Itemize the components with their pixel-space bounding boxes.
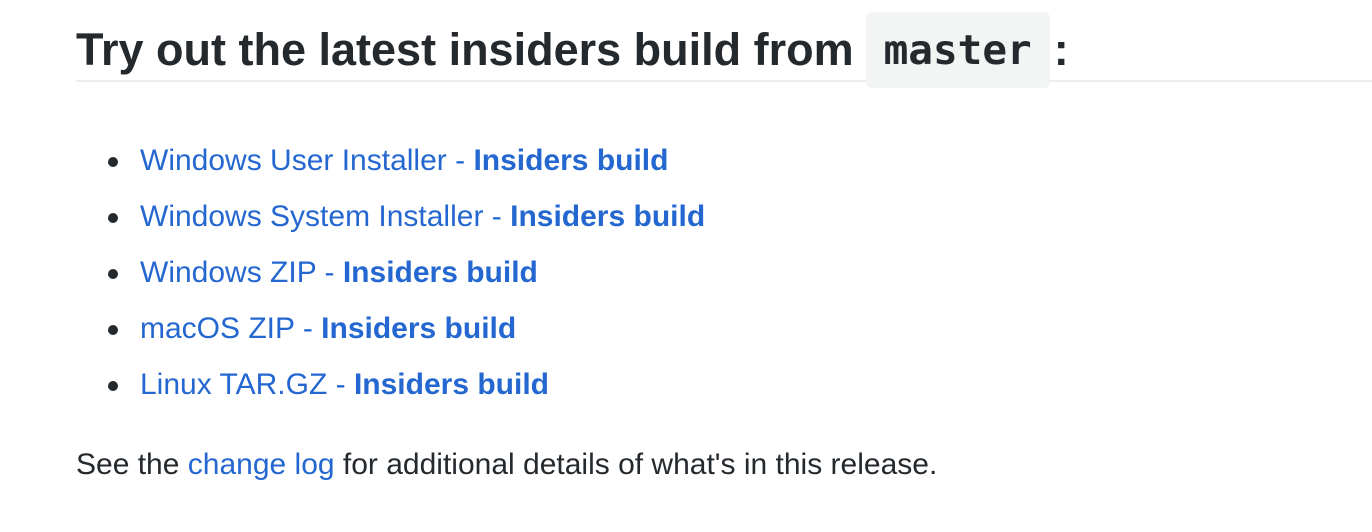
list-item: Windows User Installer - Insiders build: [76, 134, 705, 190]
bullet-icon: [108, 213, 118, 223]
bullet-icon: [108, 381, 118, 391]
change-log-link[interactable]: change log: [187, 448, 335, 481]
linux-targz-link[interactable]: Linux TAR.GZ: [140, 368, 328, 401]
macos-zip-link[interactable]: macOS ZIP: [140, 312, 295, 345]
windows-zip-insiders-link[interactable]: Insiders build: [342, 256, 538, 289]
list-item: Linux TAR.GZ - Insiders build: [76, 358, 705, 414]
heading-colon: :: [1053, 24, 1069, 75]
footer-text-before: See the: [76, 448, 188, 481]
windows-system-installer-insiders-link[interactable]: Insiders build: [510, 200, 706, 233]
link-separator: -: [446, 144, 474, 177]
download-list: Windows User Installer - Insiders build …: [76, 134, 705, 414]
windows-user-installer-link[interactable]: Windows User Installer: [140, 144, 447, 177]
list-item: Windows System Installer - Insiders buil…: [76, 190, 705, 246]
link-separator: -: [483, 200, 511, 233]
macos-zip-insiders-link[interactable]: Insiders build: [321, 312, 517, 345]
list-item: macOS ZIP - Insiders build: [76, 302, 705, 358]
branch-code: master: [865, 12, 1050, 88]
footer-text-after: for additional details of what's in this…: [334, 448, 938, 481]
release-footer-text: See the change log for additional detail…: [76, 440, 937, 490]
heading-text: Try out the latest insiders build from: [76, 24, 854, 75]
release-notes-content: Try out the latest insiders build from m…: [76, 0, 1372, 481]
bullet-icon: [108, 325, 118, 335]
section-heading: Try out the latest insiders build from m…: [76, 0, 1372, 88]
link-separator: -: [294, 312, 322, 345]
windows-system-installer-link[interactable]: Windows System Installer: [140, 200, 484, 233]
linux-targz-insiders-link[interactable]: Insiders build: [353, 368, 549, 401]
windows-zip-link[interactable]: Windows ZIP: [140, 256, 317, 289]
bullet-icon: [108, 157, 118, 167]
windows-user-installer-insiders-link[interactable]: Insiders build: [473, 144, 669, 177]
bullet-icon: [108, 269, 118, 279]
link-separator: -: [316, 256, 343, 289]
list-item: Windows ZIP - Insiders build: [76, 246, 705, 302]
link-separator: -: [327, 368, 354, 401]
